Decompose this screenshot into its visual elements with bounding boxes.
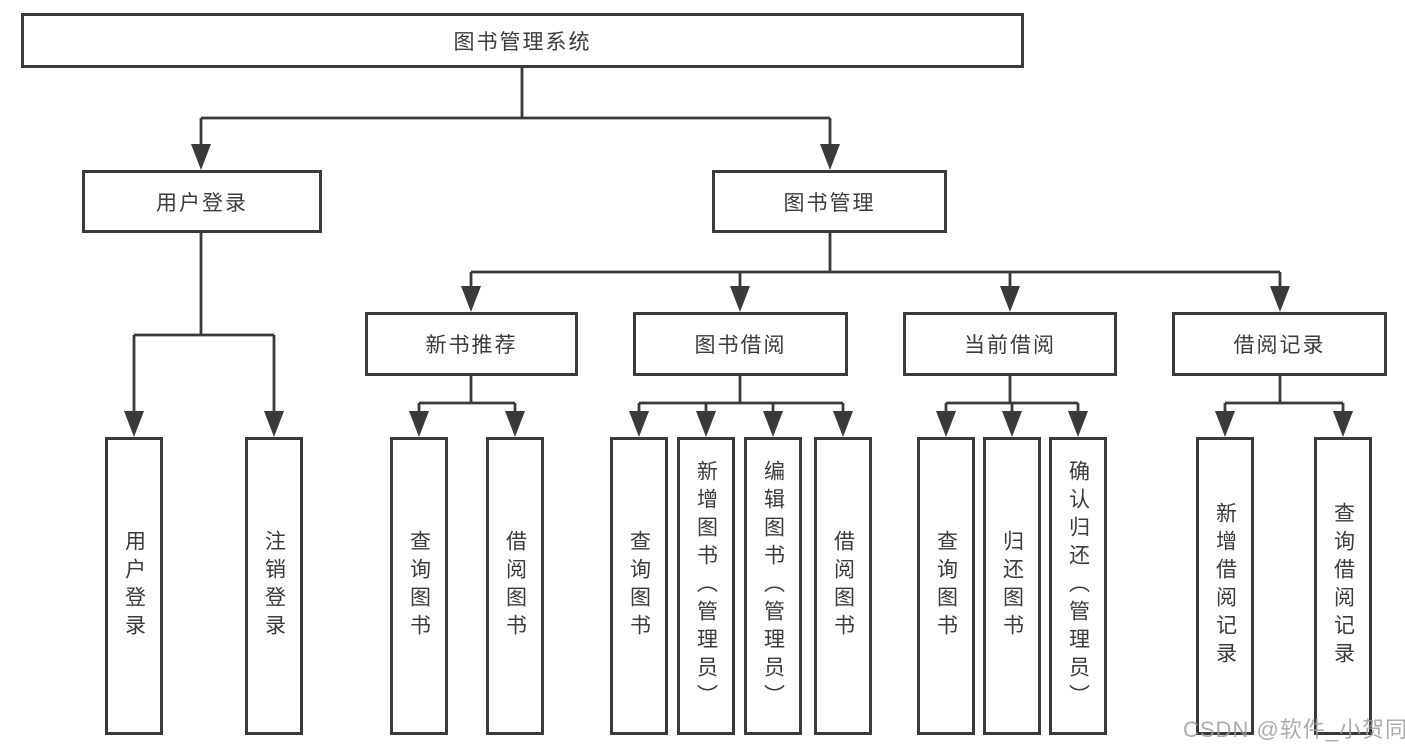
arrowheads bbox=[124, 144, 1353, 437]
csdn-watermark: CSDN @软件_小贺同学 bbox=[1183, 717, 1405, 742]
arrowhead-icon bbox=[820, 144, 840, 170]
arrowhead-icon bbox=[936, 411, 956, 437]
leaf-borrow-book-1: 借阅图书 bbox=[486, 437, 544, 735]
node-root: 图书管理系统 bbox=[21, 13, 1024, 68]
leaf-query-book-1: 查询图书 bbox=[390, 437, 448, 735]
arrowhead-icon bbox=[1333, 411, 1353, 437]
arrowhead-icon bbox=[191, 144, 211, 170]
leaf-borrow-book-2: 借阅图书 bbox=[814, 437, 872, 735]
node-current-borrowing: 当前借阅 bbox=[903, 312, 1117, 376]
arrowhead-icon bbox=[833, 411, 853, 437]
node-book-borrowing: 图书借阅 bbox=[633, 312, 848, 376]
arrowhead-icon bbox=[409, 411, 429, 437]
leaf-add-borrow-record: 新增借阅记录 bbox=[1196, 437, 1254, 735]
arrowhead-icon bbox=[1215, 411, 1235, 437]
leaf-logout: 注销登录 bbox=[245, 437, 303, 735]
arrowhead-icon bbox=[1270, 286, 1290, 312]
arrowhead-icon bbox=[629, 411, 649, 437]
arrowhead-icon bbox=[505, 411, 525, 437]
leaf-user-login: 用户登录 bbox=[105, 437, 163, 735]
node-user-login: 用户登录 bbox=[82, 170, 322, 233]
leaf-confirm-return-admin: 确认归还（管理员） bbox=[1049, 437, 1107, 735]
node-borrowing-records: 借阅记录 bbox=[1172, 312, 1387, 376]
connector-paths bbox=[132, 68, 1345, 414]
arrowhead-icon bbox=[1000, 286, 1020, 312]
node-new-book-recommend: 新书推荐 bbox=[365, 312, 578, 376]
leaf-query-book-2: 查询图书 bbox=[610, 437, 668, 735]
leaf-add-book-admin: 新增图书（管理员） bbox=[677, 437, 735, 735]
leaf-return-book: 归还图书 bbox=[983, 437, 1041, 735]
leaf-edit-book-admin: 编辑图书（管理员） bbox=[744, 437, 802, 735]
arrowhead-icon bbox=[1068, 411, 1088, 437]
leaf-query-borrow-record: 查询借阅记录 bbox=[1314, 437, 1372, 735]
leaf-query-book-3: 查询图书 bbox=[917, 437, 975, 735]
arrowhead-icon bbox=[264, 411, 284, 437]
node-book-management: 图书管理 bbox=[712, 170, 947, 233]
arrowhead-icon bbox=[730, 286, 750, 312]
arrowhead-icon bbox=[763, 411, 783, 437]
arrowhead-icon bbox=[461, 286, 481, 312]
arrowhead-icon bbox=[124, 411, 144, 437]
arrowhead-icon bbox=[1002, 411, 1022, 437]
arrowhead-icon bbox=[696, 411, 716, 437]
